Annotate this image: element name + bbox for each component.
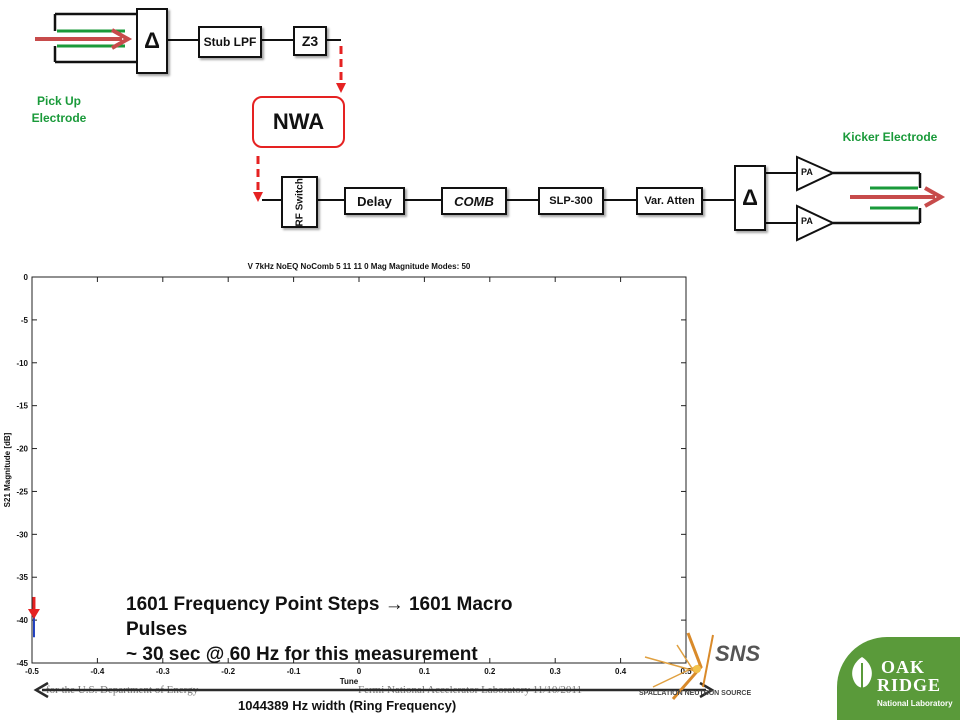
x-tick-label: -0.5 — [25, 667, 39, 676]
z3-box: Z3 — [293, 26, 327, 56]
measurement-note: 1601 Frequency Point Steps → 1601 Macro … — [126, 592, 596, 667]
nwa-box: NWA — [252, 96, 345, 148]
y-tick-label: -35 — [16, 573, 28, 582]
ornl-sub-text: National Laboratory — [877, 699, 953, 708]
oak-leaf-icon — [852, 657, 872, 689]
s21-magnitude-chart: V 7kHz NoEQ NoComb 5 11 11 0 Mag Magnitu… — [3, 262, 692, 685]
ornl-ridge-text: RIDGE — [877, 675, 942, 695]
x-tick-label: 0 — [357, 667, 362, 676]
y-tick-label: -10 — [16, 359, 28, 368]
x-tick-label: -0.2 — [221, 667, 235, 676]
hybrid-delta-box: Δ — [136, 8, 168, 74]
stub-lpf-box: Stub LPF — [198, 26, 262, 58]
y-tick-label: -15 — [16, 402, 28, 411]
x-axis-label: Tune — [340, 677, 359, 685]
y-tick-label: -5 — [21, 316, 29, 325]
pickup-electrode-label: Pick Up Electrode — [31, 94, 87, 125]
pickup-electrode — [53, 12, 136, 64]
sns-logo-subtext: SPALLATION NEUTRON SOURCE — [639, 690, 752, 697]
note-line-3: ~ 30 sec @ 60 Hz for this measurement — [126, 644, 478, 665]
y-tick-label: -40 — [16, 616, 28, 625]
y-axis-label: S21 Magnitude [dB] — [3, 432, 12, 507]
x-tick-label: -0.3 — [156, 667, 170, 676]
x-tick-label: 0.1 — [419, 667, 431, 676]
pa-bottom-triangle — [796, 204, 836, 242]
red-pointer-head — [27, 608, 40, 619]
chart-title: V 7kHz NoEQ NoComb 5 11 11 0 Mag Magnitu… — [248, 262, 471, 271]
kicker-electrode-label: Kicker Electrode — [842, 130, 938, 144]
x-tick-label: 0.3 — [550, 667, 562, 676]
x-tick-label: 0.2 — [484, 667, 496, 676]
combiner-delta-box: Δ — [734, 165, 766, 231]
comb-box: COMB — [441, 187, 507, 215]
kicker-electrode — [833, 171, 922, 225]
note-line-2: Pulses — [126, 619, 188, 640]
sns-logo-text: SNS — [715, 641, 761, 666]
ornl-logo: OAK RIDGE National Laboratory — [837, 637, 960, 720]
rf-switch-label: RF Switch — [294, 177, 305, 226]
x-tick-label: -0.1 — [287, 667, 301, 676]
y-tick-label: -45 — [16, 659, 28, 668]
sns-logo: SNS SPALLATION NEUTRON SOURCE — [633, 627, 763, 707]
y-tick-label: 0 — [24, 273, 29, 282]
pa-top-triangle — [796, 155, 836, 192]
ornl-oak-text: OAK — [881, 657, 926, 677]
pa-bottom-label: PA — [801, 216, 813, 226]
y-tick-label: -30 — [16, 530, 28, 539]
x-tick-label: -0.4 — [91, 667, 105, 676]
plot-frame — [31, 276, 687, 664]
y-tick-label: -20 — [16, 445, 28, 454]
sns-logo-graphic — [644, 632, 714, 700]
width-label: 1044389 Hz width (Ring Frequency) — [238, 698, 457, 713]
delay-box: Delay — [344, 187, 405, 215]
beam-arrow-in — [35, 28, 133, 50]
x-tick-label: 0.4 — [615, 667, 627, 676]
y-tick-label: -25 — [16, 487, 28, 496]
var-atten-box: Var. Atten — [636, 187, 703, 215]
beam-arrow-out — [850, 186, 946, 208]
pa-top-label: PA — [801, 167, 813, 177]
rf-switch-box: RF Switch — [281, 176, 318, 228]
note-line-1: 1601 Frequency Point Steps → 1601 Macro — [126, 594, 513, 615]
signal-chain-diagram — [35, 12, 946, 242]
slp300-box: SLP-300 — [538, 187, 604, 215]
